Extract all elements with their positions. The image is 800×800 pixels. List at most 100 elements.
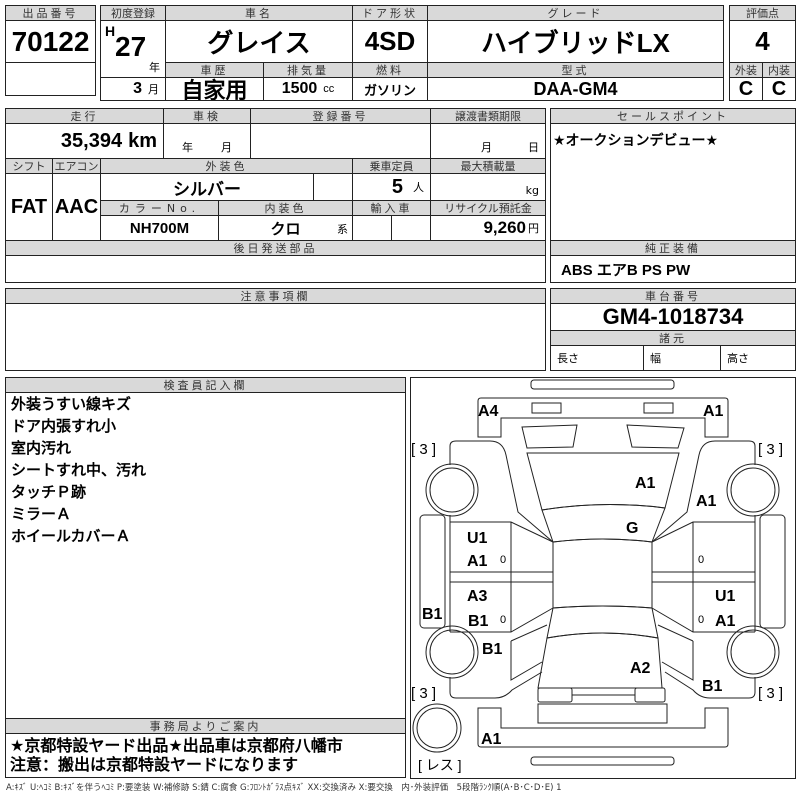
spare-tire-icon — [412, 703, 462, 753]
headlight-right — [626, 424, 685, 449]
damage-diagram: A4 A1 A1 A1 G U1 A1 A3 B1 B1 B1 A2 B1 U1… — [411, 379, 786, 773]
reg-number — [250, 123, 431, 159]
taillight-left — [537, 687, 573, 703]
inspector-line: タッチＰ跡 — [11, 483, 87, 501]
inspection-month-unit: 月 — [221, 141, 232, 154]
inspection-year-unit: 年 — [182, 141, 193, 154]
mileage-unit: km — [128, 129, 157, 152]
legend: A:ｷｽﾞ U:ﾍｺﾐ B:ｷｽﾞを伴うﾍｺﾐ P:要塗装 W:補修跡 S:錆 … — [6, 783, 562, 793]
zero-mark: 0 — [500, 614, 506, 626]
car-outline — [419, 379, 786, 766]
equipment: ABS エアB PS PW — [550, 255, 796, 283]
ext-score-header: 外装 — [729, 62, 763, 78]
grade-header: グレード — [427, 5, 724, 21]
notes — [5, 303, 546, 371]
tire-depths: [ 3 ] [ 3 ] [ 3 ] [ 3 ] [ レス ] — [411, 441, 783, 773]
windshield — [541, 503, 666, 543]
left-rear-quarter — [510, 624, 548, 681]
import-cell-2 — [391, 215, 431, 241]
lot-blank — [5, 62, 96, 96]
sale-points: ★オークションデビュー★ — [550, 123, 796, 241]
rear-bumper — [477, 707, 729, 748]
year: 27 — [115, 31, 147, 62]
left-rear-fender — [449, 671, 543, 699]
model-code: DAA-GM4 — [427, 77, 724, 101]
equipment-header: 純正装備 — [550, 240, 796, 256]
era: H — [105, 23, 116, 39]
car-name-header: 車名 — [165, 5, 353, 21]
hood — [526, 452, 680, 511]
left-front-fender — [449, 440, 554, 543]
specs-header: 諸元 — [550, 330, 796, 346]
spec-height: 高さ — [720, 345, 796, 371]
mark-left-rear-fender: B1 — [482, 641, 503, 658]
damage-diagram-frame — [410, 377, 796, 779]
office-header: 事務局よりご案内 — [5, 718, 406, 734]
tire-front-left-inner — [429, 467, 475, 513]
spec-length: 長さ — [550, 345, 644, 371]
later-parts-header: 後日発送部品 — [5, 240, 546, 256]
transfer-date: 月日 — [430, 123, 546, 159]
mark-windshield: G — [626, 520, 638, 537]
color-no: NH700M — [100, 215, 219, 241]
sale-points-header: セールスポイント — [550, 108, 796, 124]
history: 自家用 — [165, 77, 264, 101]
mark-front-right: A1 — [703, 403, 724, 420]
recycle-value: 9,260 — [483, 218, 526, 237]
mark-left-front-door: A1 — [467, 553, 488, 570]
headlight-left — [521, 424, 578, 449]
shift: FAT — [5, 173, 53, 241]
inspector-header: 検査員記入欄 — [5, 377, 406, 393]
later-parts — [5, 255, 546, 283]
tire-depth-rear-right: [ 3 ] — [758, 685, 783, 702]
first-reg-header: 初度登録 — [100, 5, 166, 21]
tire-depth-front-right: [ 3 ] — [758, 441, 783, 458]
door-type: 4SD — [352, 20, 428, 63]
door-header: ドア形状 — [352, 5, 428, 21]
lot-header: 出品番号 — [5, 5, 96, 21]
fog-lamp-right — [643, 402, 674, 414]
zero-mark: 0 — [500, 554, 506, 566]
rear-panel — [537, 703, 668, 724]
trunk — [537, 632, 663, 689]
ext-color: シルバー — [100, 173, 314, 201]
shift-header: シフト — [5, 158, 53, 174]
tire-front-left-icon — [425, 463, 479, 517]
car-name: グレイス — [165, 20, 353, 63]
tire-rear-left-inner — [429, 629, 475, 675]
chassis-header: 車台番号 — [550, 288, 796, 304]
capacity-header: 乗車定員 — [352, 158, 431, 174]
score-header: 評価点 — [729, 5, 796, 21]
mileage-value: 35,394 — [60, 129, 123, 152]
year-unit: 年 — [149, 62, 160, 74]
aircon-header: エアコン — [52, 158, 101, 174]
spare-tire-inner — [416, 707, 458, 749]
chassis-number: GM4-1018734 — [550, 303, 796, 331]
office-line: 注意：搬出は京都特設ヤードになります — [10, 755, 299, 774]
office-line: ★京都特設ヤード出品★出品車は京都府八幡市 — [10, 736, 343, 755]
grade: ハイブリッドLX — [427, 20, 724, 63]
mark-front-left: A4 — [478, 403, 499, 420]
mark-trunk: A2 — [630, 660, 651, 677]
tire-rear-right-icon — [726, 625, 780, 679]
mark-rear-bumper: A1 — [481, 731, 502, 748]
tire-front-right-inner — [730, 467, 776, 513]
displacement-header: 排気量 — [263, 62, 353, 78]
reg-number-header: 登録番号 — [250, 108, 431, 124]
displacement-value: 1500 — [281, 80, 318, 97]
inspector-line: ドア内張すれ小 — [11, 417, 117, 435]
left-doors — [449, 515, 554, 633]
right-front-fender — [651, 440, 756, 543]
right-doors — [651, 515, 756, 633]
left-side-skirt — [419, 514, 446, 629]
right-side-skirt — [759, 514, 786, 629]
ext-color-blank — [313, 173, 353, 201]
inspector-line: シートすれ中、汚れ — [11, 461, 147, 479]
max-load-header: 最大積載量 — [430, 158, 546, 174]
mark-right-rear-door: U1 — [715, 588, 736, 605]
model-header: 型式 — [427, 62, 724, 78]
spare-tire-status: [ レス ] — [418, 757, 462, 773]
